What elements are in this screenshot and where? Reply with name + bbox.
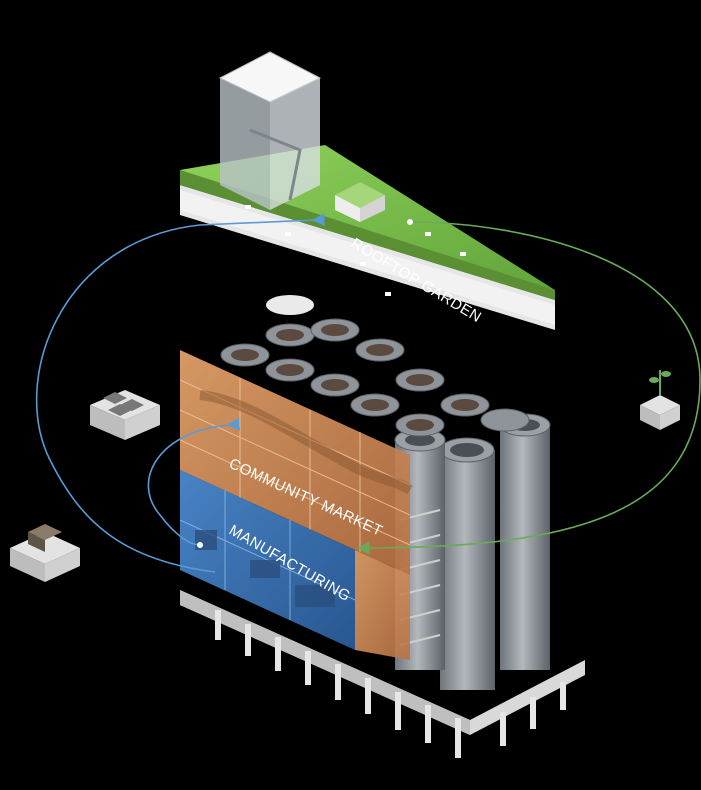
- blue-flow-outer: [36, 213, 325, 573]
- foundation-platform: [180, 590, 585, 758]
- green-flow: [356, 221, 701, 555]
- rooftop-garden-slab: ROOFTOP GARDEN: [180, 51, 555, 330]
- blue-flow-inner: [147, 417, 241, 546]
- packages-icon: [90, 390, 160, 440]
- flow-lines: [36, 213, 701, 573]
- plant-icon: [640, 370, 680, 430]
- glass-pavilion: [218, 51, 322, 210]
- silo-cluster: [220, 295, 551, 690]
- greenhouse: [335, 182, 385, 222]
- vehicle-icon: [10, 524, 80, 582]
- community-market-block: COMMUNITY MARKET: [179, 350, 413, 575]
- manufacturing-block: MANUFACTURING: [179, 470, 410, 660]
